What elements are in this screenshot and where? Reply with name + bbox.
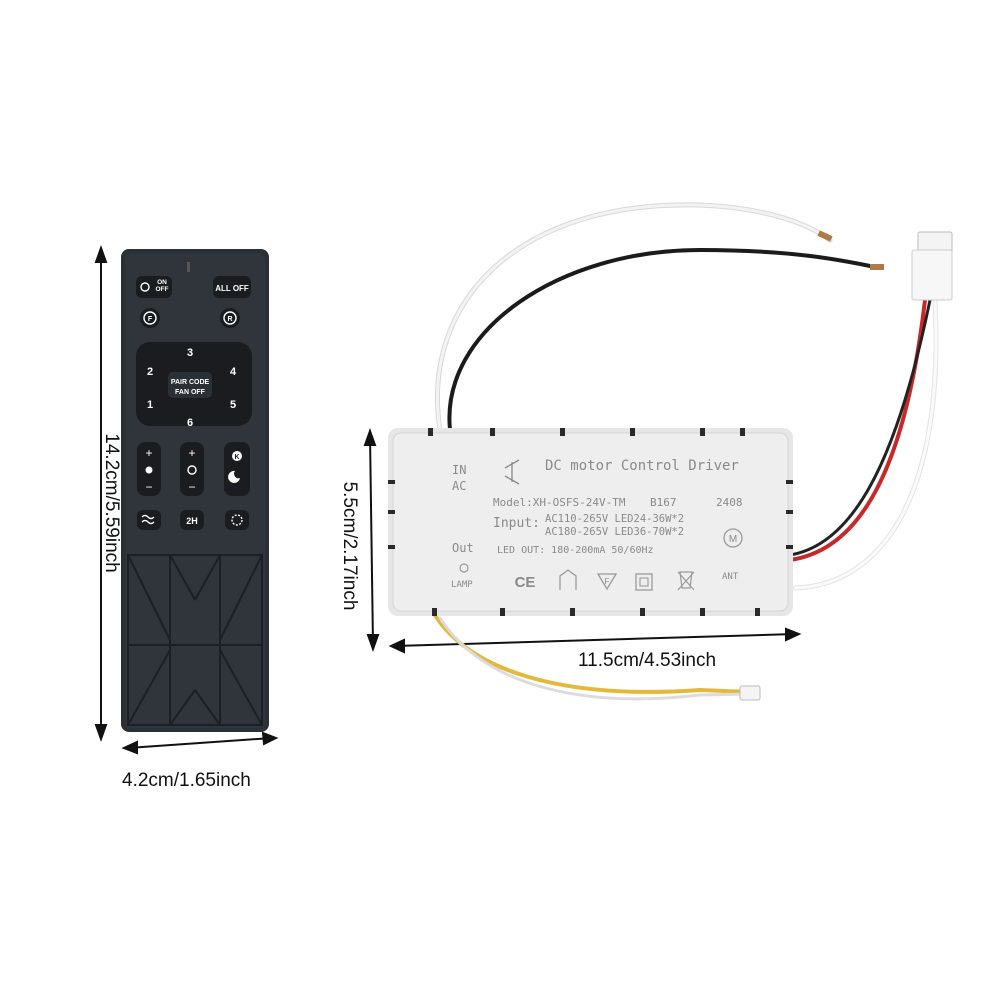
breeze-button[interactable] (137, 510, 161, 530)
speed-4-button[interactable]: 4 (230, 366, 237, 378)
pair-code-button[interactable] (168, 372, 212, 398)
fan-connector-body (911, 249, 953, 301)
timer-2h-button[interactable] (180, 510, 204, 530)
driver-batch: B167 (650, 496, 677, 509)
out-label: Out (452, 541, 474, 555)
lamp-connector (739, 685, 761, 701)
fan-off-label: FAN OFF (175, 389, 206, 396)
fan-logo-icon (504, 459, 520, 485)
breeze-icon (141, 514, 155, 525)
speed-3-button[interactable]: 3 (187, 347, 193, 359)
remote-grip-pattern (127, 554, 263, 726)
fan-light-button[interactable] (225, 510, 249, 530)
reverse-button[interactable] (220, 308, 240, 328)
driver-title: DC motor Control Driver (545, 458, 739, 474)
input-spec-line2: AC180-265V LED36-70W*2 (545, 526, 685, 538)
driver-box (388, 428, 793, 616)
lamp-label: LAMP (451, 580, 473, 590)
color-temp-plus: + (188, 446, 195, 460)
speed-6-button[interactable]: 6 (187, 417, 193, 429)
color-temp-minus: − (188, 480, 195, 494)
reverse-label: R (227, 316, 232, 323)
speed-5-button[interactable]: 5 (230, 399, 236, 411)
m-badge-label: M (729, 534, 737, 545)
color-temp-icon (187, 465, 197, 475)
on-off-button[interactable] (136, 276, 172, 298)
remote-height-arrow (94, 245, 108, 742)
fan-light-icon (231, 514, 243, 526)
forward-label: F (148, 316, 153, 323)
driver-date-code: 2408 (716, 496, 743, 509)
pair-code-label: PAIR CODE (171, 379, 210, 386)
speed-1-button[interactable]: 1 (147, 399, 153, 411)
kelvin-icon (232, 451, 242, 461)
mode-rocker[interactable] (224, 442, 250, 496)
all-off-button[interactable] (213, 276, 251, 298)
f-mark-icon (596, 573, 618, 591)
weee-bin-icon (677, 571, 695, 591)
remote-width-arrow (121, 731, 279, 755)
driver-input-label: Input: (493, 516, 540, 531)
driver-model: Model:XH-OSFS-24V-TM (493, 496, 626, 509)
forward-rotation-icon (143, 311, 157, 325)
driver-width-label: 11.5cm/4.53inch (578, 650, 717, 671)
ac-label: AC (452, 479, 467, 493)
driver-height-arrow (363, 428, 380, 652)
led-indicator (187, 262, 190, 272)
in-label: IN (452, 463, 467, 477)
speed-2-button[interactable]: 2 (147, 366, 153, 378)
double-insulation-icon (635, 573, 653, 591)
driver-height-label: 5.5cm/2.17inch (339, 481, 360, 611)
driver-wires (433, 202, 939, 701)
brightness-icon (145, 466, 153, 474)
timer-2h-label: 2H (186, 516, 198, 526)
kelvin-label: K (234, 454, 239, 461)
wire-tip-white (817, 230, 833, 242)
remote-height-label: 14.2cm/5.59inch (101, 433, 122, 573)
driver-led-out: LED OUT: 180-200mA 50/60Hz (497, 545, 654, 556)
brightness-plus: + (145, 446, 152, 460)
color-temp-rocker[interactable] (180, 442, 204, 496)
indoor-use-icon (559, 569, 577, 590)
remote-width-label: 4.2cm/1.65inch (122, 770, 251, 791)
driver-io-label: IN AC (452, 462, 466, 494)
all-off-label: ALL OFF (215, 284, 249, 293)
driver-input-specs: AC110-265V LED24-36W*2 AC180-265V LED36-… (545, 513, 684, 539)
ce-mark: CE (515, 574, 536, 591)
brightness-minus: − (145, 480, 152, 494)
ant-label: ANT (722, 572, 739, 582)
wire-tip-black (870, 264, 884, 270)
input-spec-line1: AC110-265V LED24-36W*2 (545, 513, 685, 525)
night-mode-icon (228, 470, 240, 483)
lamp-bulb-icon (459, 563, 469, 573)
f-mark-label: F (605, 577, 610, 586)
m-badge-icon (723, 528, 743, 548)
forward-button[interactable] (140, 308, 160, 328)
light-icon (140, 282, 150, 292)
reverse-rotation-icon (223, 311, 237, 325)
